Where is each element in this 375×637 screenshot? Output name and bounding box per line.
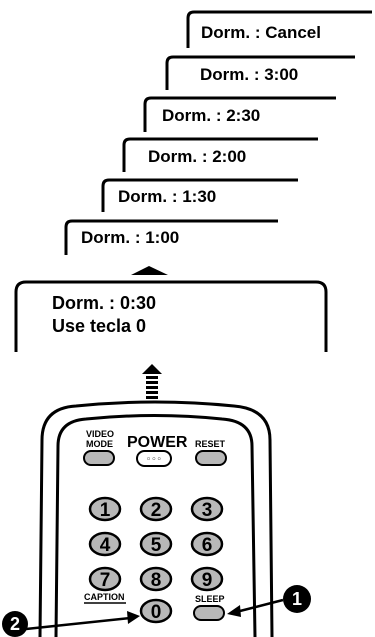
step-label-2-00: Dorm. : 2:00 bbox=[148, 147, 246, 166]
step-frame-1-00 bbox=[64, 219, 278, 255]
video-mode-button[interactable] bbox=[83, 450, 115, 466]
remote-control: VIDEO MODE POWER ◦◦◦ RESET 1 2 3 4 5 6 7… bbox=[38, 400, 274, 637]
display-line-1: Dorm. : 0:30 bbox=[52, 293, 156, 313]
key-5-label: 5 bbox=[151, 535, 162, 556]
video-mode-label-2: MODE bbox=[86, 439, 113, 449]
power-dots: ◦◦◦ bbox=[146, 455, 162, 465]
step-frame-2-30 bbox=[143, 96, 336, 132]
step-label-1-00: Dorm. : 1:00 bbox=[81, 228, 179, 247]
caption-label: CAPTION bbox=[84, 592, 125, 602]
callout-1: 1 bbox=[227, 585, 311, 617]
key-0-button[interactable] bbox=[139, 598, 173, 624]
key-6-label: 6 bbox=[202, 535, 213, 556]
key-8-button[interactable] bbox=[139, 566, 173, 592]
display-line-2: Use tecla 0 bbox=[52, 316, 146, 336]
callout-2-line bbox=[25, 616, 131, 631]
key-8-label: 8 bbox=[151, 570, 162, 591]
reset-label: RESET bbox=[195, 439, 226, 449]
key-1-label: 1 bbox=[100, 500, 111, 521]
arrow-up-icon bbox=[131, 266, 168, 275]
callout-1-line bbox=[235, 598, 284, 614]
key-3-button[interactable] bbox=[190, 496, 224, 522]
power-label: POWER bbox=[127, 434, 188, 451]
step-frame-3-00 bbox=[165, 55, 355, 90]
step-label-3-00: Dorm. : 3:00 bbox=[200, 65, 298, 84]
remote-outer-body bbox=[38, 400, 274, 637]
key-0-label: 0 bbox=[151, 602, 162, 623]
remote-inner-panel bbox=[54, 414, 257, 637]
key-7-label: 7 bbox=[100, 570, 111, 591]
key-6-button[interactable] bbox=[190, 531, 224, 557]
step-label-2-30: Dorm. : 2:30 bbox=[162, 106, 260, 125]
striped-arrow-icon bbox=[142, 364, 162, 399]
sleep-steps bbox=[64, 10, 372, 255]
callout-2-arrowhead-icon bbox=[127, 611, 140, 624]
key-4-button[interactable] bbox=[88, 531, 122, 557]
key-2-label: 2 bbox=[151, 500, 162, 521]
sleep-label: SLEEP bbox=[195, 594, 225, 604]
key-7-button[interactable] bbox=[88, 566, 122, 592]
sleep-button[interactable] bbox=[193, 605, 225, 621]
callout-2-number: 2 bbox=[10, 614, 20, 634]
callout-1-number: 1 bbox=[292, 589, 302, 609]
key-5-button[interactable] bbox=[139, 531, 173, 557]
key-9-button[interactable] bbox=[190, 566, 224, 592]
callout-2: 2 bbox=[2, 611, 140, 637]
step-frame-cancel bbox=[186, 10, 372, 48]
key-1-button[interactable] bbox=[88, 496, 122, 522]
reset-button[interactable] bbox=[195, 450, 227, 466]
key-3-label: 3 bbox=[202, 500, 213, 521]
power-button[interactable] bbox=[136, 450, 172, 467]
key-9-label: 9 bbox=[202, 570, 213, 591]
video-mode-label-1: VIDEO bbox=[86, 429, 114, 439]
step-label-cancel: Dorm. : Cancel bbox=[201, 23, 321, 42]
step-frame-2-00 bbox=[122, 137, 318, 172]
step-frame-1-30 bbox=[101, 178, 298, 212]
number-keypad: 1 2 3 4 5 6 7 8 9 bbox=[88, 496, 224, 592]
callout-2-badge bbox=[2, 611, 28, 637]
key-2-button[interactable] bbox=[139, 496, 173, 522]
callout-1-badge bbox=[283, 585, 311, 613]
main-display-frame bbox=[14, 280, 328, 352]
callout-1-arrowhead-icon bbox=[227, 605, 241, 617]
step-label-1-30: Dorm. : 1:30 bbox=[118, 187, 216, 206]
key-4-label: 4 bbox=[100, 535, 111, 556]
